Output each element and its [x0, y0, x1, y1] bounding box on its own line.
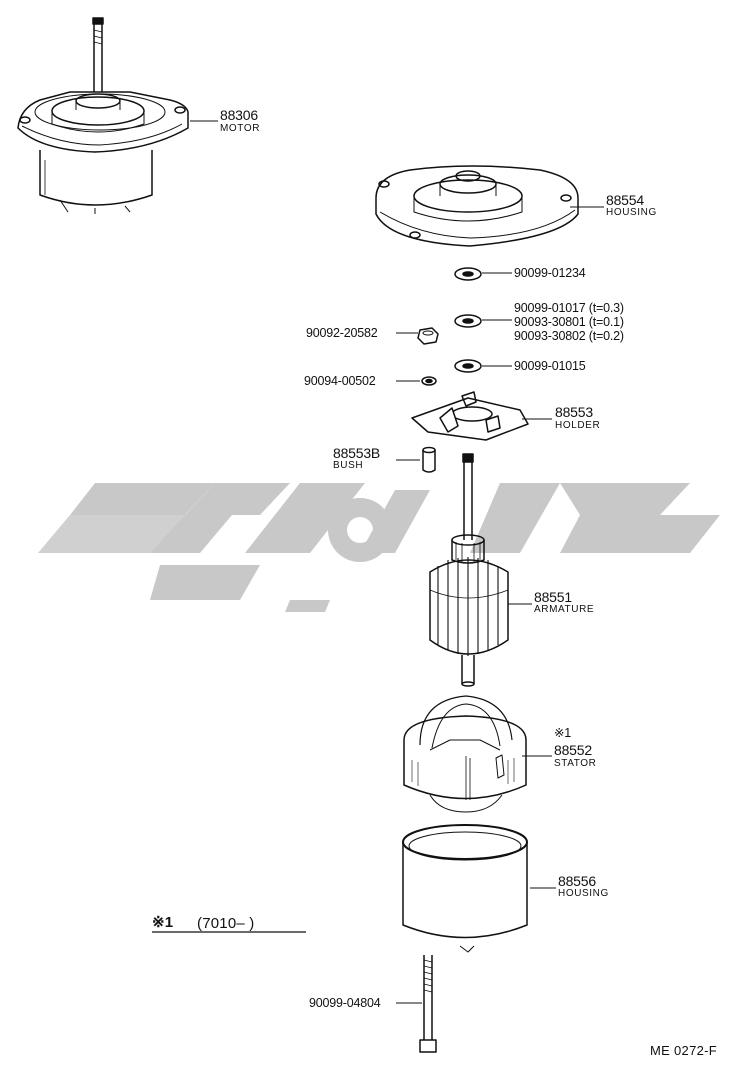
housing-88554	[375, 165, 579, 247]
part-number-90099-01015: 90099-01015	[514, 359, 586, 373]
part-name-motor: MOTOR	[220, 123, 261, 134]
note-mark: ※1	[152, 914, 174, 931]
stator-88552	[403, 695, 527, 813]
part-name-holder: HOLDER	[555, 420, 601, 431]
motor-88306	[17, 17, 189, 214]
nut-90092-20582	[417, 327, 439, 345]
drawing-code: ME 0272-F	[650, 1043, 718, 1058]
part-name-stator: STATOR	[554, 758, 597, 769]
part-number-88556: 88556	[558, 873, 596, 889]
washer-90099-01017	[454, 314, 482, 328]
part-name-housing-top: HOUSING	[606, 207, 657, 218]
housing-88556	[402, 824, 528, 953]
part-number-88551: 88551	[534, 589, 572, 605]
part-number-88553b: 88553B	[333, 445, 381, 461]
part-number-90093-30801: 90093-30801 (t=0.1)	[514, 315, 624, 329]
watermark-logo	[38, 483, 720, 612]
washer-90099-01015	[454, 359, 482, 373]
leader-lines	[152, 120, 604, 1004]
part-name-armature: ARMATURE	[534, 604, 595, 615]
armature-88551	[429, 453, 509, 687]
stator-note-mark: ※1	[554, 726, 572, 740]
part-name-bush: BUSH	[333, 460, 364, 471]
part-number-88553: 88553	[555, 404, 593, 420]
part-number-90092-20582: 90092-20582	[306, 326, 378, 340]
part-number-90099-04804: 90099-04804	[309, 996, 381, 1010]
part-number-88554: 88554	[606, 192, 644, 208]
bush-88553b	[422, 446, 436, 473]
part-name-housing-bottom: HOUSING	[558, 888, 609, 899]
part-number-90094-00502: 90094-00502	[304, 374, 376, 388]
washer-90094-00502	[421, 376, 437, 386]
washer-90099-01234	[454, 267, 482, 281]
part-number-90093-30802: 90093-30802 (t=0.2)	[514, 329, 624, 343]
part-number-90099-01017: 90099-01017 (t=0.3)	[514, 301, 624, 315]
note-text: (7010– )	[197, 915, 255, 932]
part-number-88552: 88552	[554, 742, 592, 758]
holder-88553	[411, 391, 529, 441]
bolt-90099-04804	[419, 955, 437, 1053]
part-number-88306: 88306	[220, 107, 258, 123]
part-number-90099-01234: 90099-01234	[514, 266, 586, 280]
